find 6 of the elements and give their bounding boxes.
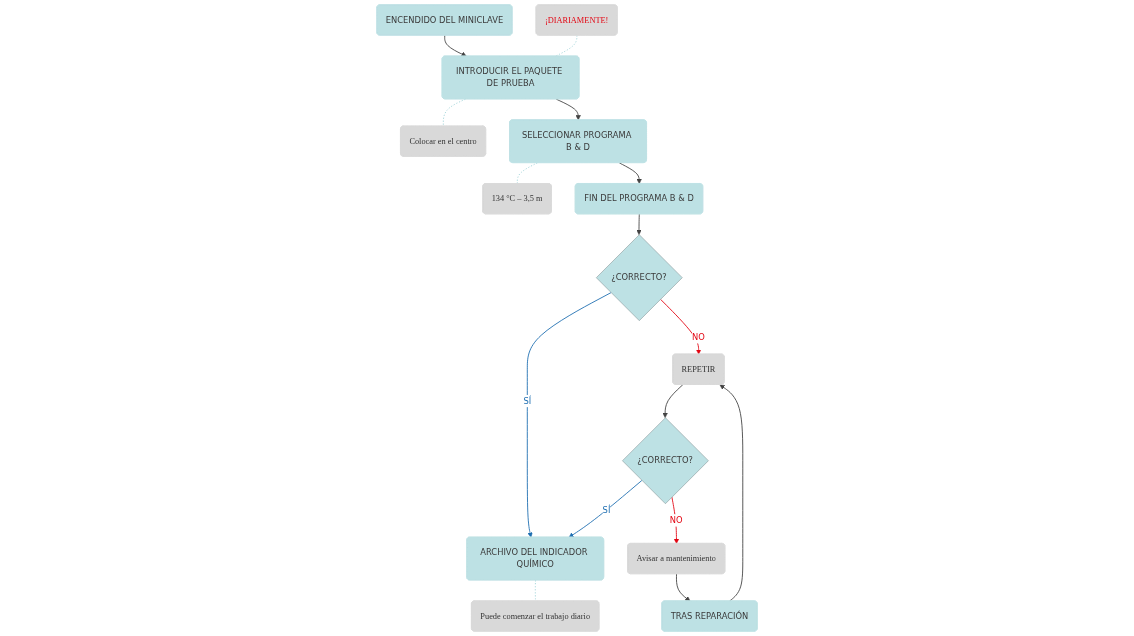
node-diamond: ¿CORRECTO? — [596, 234, 683, 321]
edge-label: SÍ — [602, 505, 611, 515]
node-diamond: ¿CORRECTO? — [622, 417, 709, 505]
edge-label: NO — [669, 515, 683, 525]
edge-label: NO — [692, 332, 705, 342]
edge-label: SÍ — [523, 396, 532, 406]
